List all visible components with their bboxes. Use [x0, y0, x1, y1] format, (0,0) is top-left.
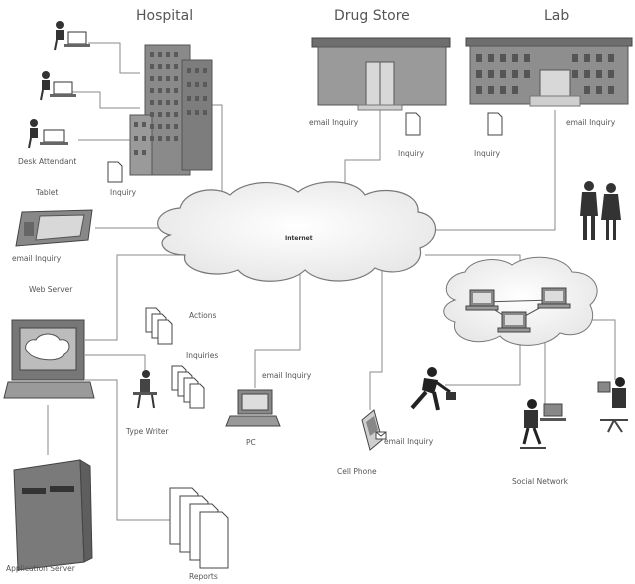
- lab-inquiry-label: Inquiry: [474, 149, 501, 158]
- tablet-device: [15, 209, 93, 247]
- type-writer-person: [133, 370, 157, 409]
- running-man-icon: [410, 367, 456, 411]
- pc-label: PC: [246, 438, 256, 447]
- hospital-building: [129, 44, 213, 176]
- cell-phone-label: Cell Phone: [337, 467, 377, 476]
- desk-attendant-person-1: [54, 21, 90, 51]
- tablet-label: Tablet: [36, 188, 59, 197]
- social-network-label: Social Network: [512, 477, 568, 486]
- person-with-laptop-icon: [597, 377, 628, 433]
- hospital-label: Hospital: [136, 8, 194, 24]
- internet-cloud: [157, 181, 437, 282]
- application-server-label: Application Server: [6, 564, 75, 573]
- web-server-label: Web Server: [29, 285, 73, 294]
- person-at-computer-icon: [520, 399, 566, 449]
- reports-label: Reports: [189, 572, 218, 581]
- inquiries-documents-icon: [171, 365, 205, 409]
- lab-inquiry-document-icon: [487, 112, 503, 136]
- lab-label: Lab: [544, 8, 570, 24]
- inquiries-label: Inquiries: [186, 351, 219, 360]
- lab-building: [465, 37, 633, 107]
- cell-phone-device: [361, 409, 383, 451]
- desk-attendant-person-3: [28, 119, 68, 149]
- cell-phone-envelope-icon: [375, 431, 387, 440]
- desk-attendant-person-2: [40, 71, 76, 101]
- actions-documents-icon: [145, 307, 173, 345]
- drug-store-building: [311, 37, 451, 111]
- web-server-computer: [3, 319, 95, 399]
- business-people-icon: [580, 181, 621, 240]
- cell-phone-email-inquiry-label: email Inquiry: [384, 437, 434, 446]
- internet-label: Internet: [285, 235, 313, 242]
- reports-documents-icon: [169, 487, 229, 569]
- application-server-tower: [13, 459, 93, 571]
- drug-store-email-inquiry-label: email Inquiry: [309, 118, 359, 127]
- hospital-inquiry-label: Inquiry: [110, 188, 137, 197]
- pc-computer: [225, 389, 281, 427]
- social-network-cloud: [443, 256, 598, 346]
- desk-attendant-label: Desk Attendant: [18, 157, 77, 166]
- drug-store-label: Drug Store: [334, 8, 410, 24]
- pc-email-inquiry-label: email Inquiry: [262, 371, 312, 380]
- tablet-email-inquiry-label: email Inquiry: [12, 254, 62, 263]
- hospital-inquiry-document-icon: [107, 161, 123, 183]
- drug-store-inquiry-document-icon: [405, 112, 421, 136]
- actions-label: Actions: [189, 311, 217, 320]
- connection-lines: [47, 42, 616, 521]
- drug-store-inquiry-label: Inquiry: [398, 149, 425, 158]
- type-writer-label: Type Writer: [126, 427, 169, 436]
- lab-email-inquiry-label: email Inquiry: [566, 118, 616, 127]
